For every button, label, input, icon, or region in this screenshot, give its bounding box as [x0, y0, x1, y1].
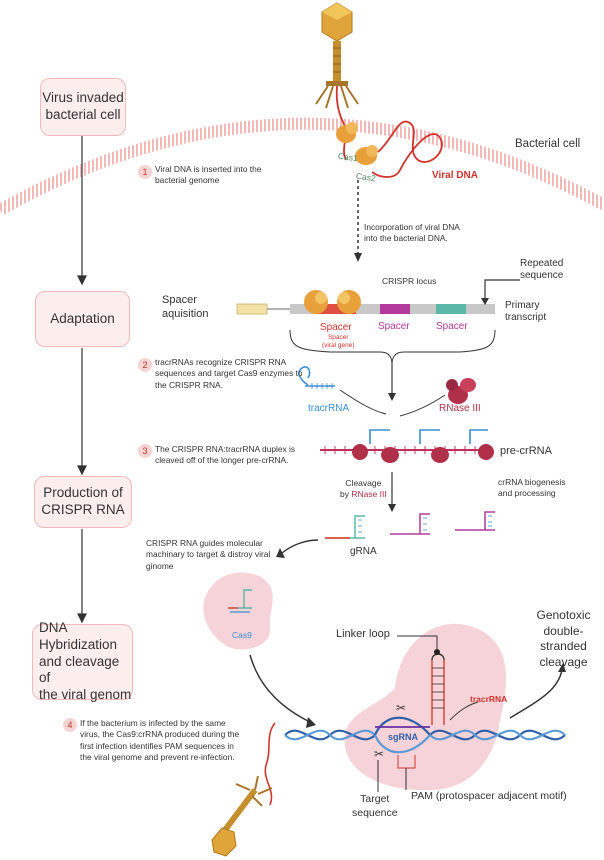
step-virus-invaded: Virus invaded bacterial cell — [40, 78, 126, 136]
cleavage-arrow — [509, 669, 563, 719]
spacer-2-label: Spacer — [378, 321, 410, 332]
pam-label: PAM (protospacer adjacent motif) — [411, 790, 567, 802]
note-3-number: 3 — [138, 444, 152, 458]
note-2: tracrRNAs recognize CRISPR RNA sequences… — [155, 357, 303, 390]
repeated-sequence-arrow — [484, 279, 520, 300]
step-adaptation: Adaptation — [35, 291, 130, 347]
incorporation-label: Incorporation of viral DNA into the bact… — [364, 222, 460, 244]
guide-arrow — [281, 539, 319, 554]
spacer-brace — [289, 329, 496, 366]
note-2-number: 2 — [138, 358, 152, 372]
bacterial-cell-label: Bacterial cell — [515, 138, 581, 150]
genotoxic-label: Genotoxic double-stranded cleavage — [536, 608, 591, 669]
cas-proteins-top — [336, 122, 378, 165]
cleavage-label: Cleavage by RNase III — [340, 478, 387, 500]
rnase-iii-enzyme — [446, 378, 476, 404]
crispr-locus — [236, 290, 495, 315]
tracrrna-red-label: tracrRNA — [470, 694, 508, 704]
pre-crrna-label: pre-crRNA — [500, 445, 552, 457]
target-sequence-label: Target sequence — [352, 793, 398, 819]
note-1-number: 1 — [138, 165, 152, 179]
svg-text:✂: ✂ — [374, 747, 384, 761]
tracrrna-molecule — [298, 366, 335, 389]
grna-label: gRNA — [350, 546, 377, 557]
note-4-number: 4 — [63, 718, 77, 732]
linker-loop-label: Linker loop — [336, 628, 390, 640]
viral-dna-strand — [371, 120, 443, 178]
note-1: Viral DNA is inserted into the bacterial… — [155, 164, 262, 186]
guides-note: CRISPR RNA guides molecular machinary to… — [146, 538, 271, 571]
primary-transcript-label: Primary transcript — [505, 300, 547, 323]
bacteriophage-top — [315, 2, 359, 161]
spacer-viral-gene-label: Spacer (viral gene) — [322, 334, 355, 349]
cas9-dna-complex: ✂ ✂ — [284, 623, 566, 792]
note-4: If the bacterium is infected by the same… — [80, 718, 240, 763]
svg-text:✂: ✂ — [396, 701, 406, 715]
note-3: The CRISPR RNA:tracrRNA duplex is cleave… — [155, 444, 296, 466]
spacer-aquisition-label: Spacer aquisition — [162, 294, 209, 320]
spacer-1-label: Spacer — [320, 322, 352, 333]
flow-arrows — [77, 136, 87, 624]
step-hybridization: DNA Hybridization and cleavage of the vi… — [32, 620, 133, 702]
rnase-iii-label: RNase III — [439, 403, 481, 414]
pre-crrna — [320, 429, 494, 463]
crrna-biogenesis-label: crRNA biogenesis and processing — [498, 477, 566, 499]
bacterial-membrane — [0, 117, 604, 216]
cas9-label: Cas9 — [232, 630, 252, 640]
tracrrna-label: tracrRNA — [308, 403, 350, 414]
sgrna-label: sgRNA — [388, 732, 419, 742]
cas9-complex — [203, 572, 273, 650]
grna-fragments — [325, 511, 495, 539]
crispr-locus-label: CRISPR locus — [382, 276, 437, 286]
bacteriophage-bottom — [211, 722, 276, 857]
spacer-3-label: Spacer — [436, 321, 468, 332]
step-production: Production of CRISPR RNA — [34, 476, 132, 528]
viral-dna-label: Viral DNA — [432, 170, 478, 181]
repeated-sequence-label: Repeated sequence — [520, 258, 564, 281]
